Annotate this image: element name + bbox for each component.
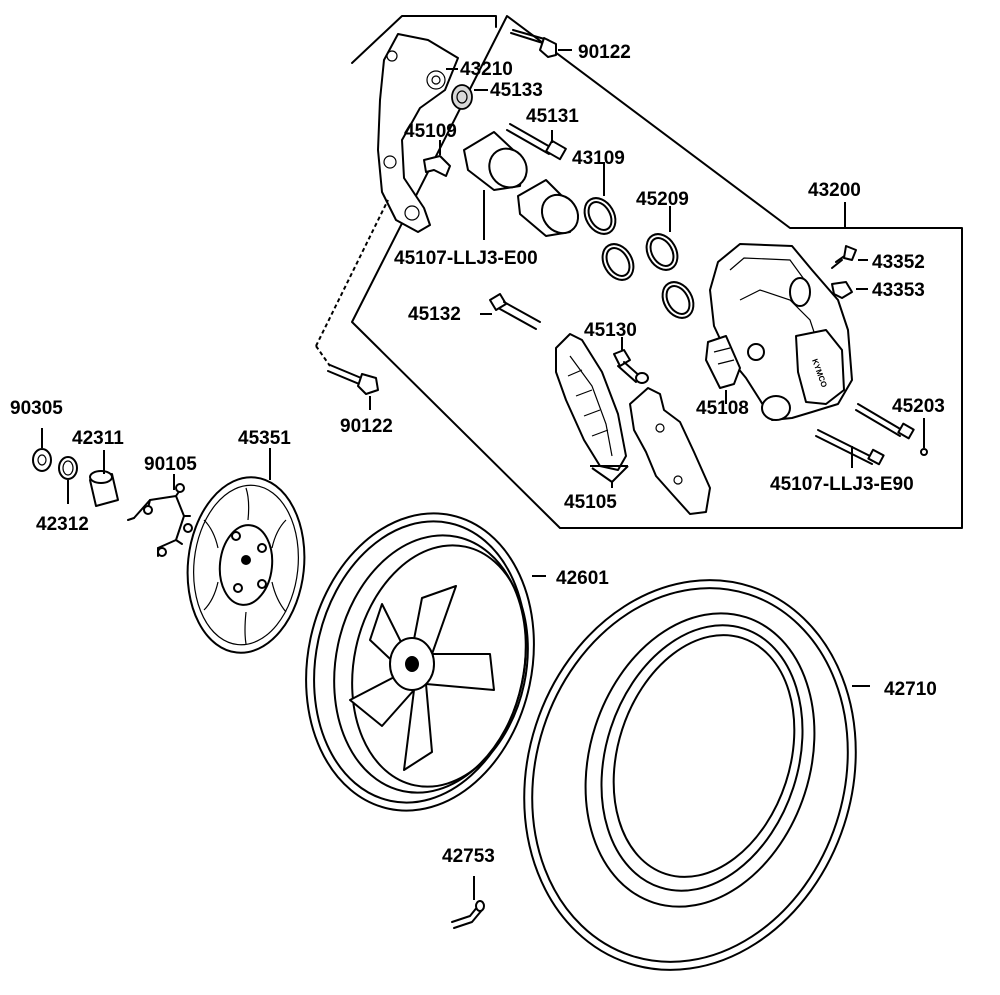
cap-43353[interactable] xyxy=(831,281,853,299)
boot-45133[interactable] xyxy=(451,84,473,110)
label-45105: 45105 xyxy=(564,492,617,513)
label-42312: 42312 xyxy=(36,514,89,535)
label-42710: 42710 xyxy=(884,679,937,700)
leader-dash-bracket-2 xyxy=(315,199,389,347)
label-45108: 45108 xyxy=(696,398,749,419)
label-45132: 45132 xyxy=(408,304,461,325)
bolts-90105[interactable] xyxy=(127,483,193,557)
leader-45105 xyxy=(590,465,629,483)
pin-45130[interactable] xyxy=(613,349,649,384)
caliper-body[interactable]: KYMCO xyxy=(709,243,853,421)
label-90122-top: 90122 xyxy=(578,42,631,63)
leader-dash-bracket xyxy=(315,345,331,367)
clip-45109[interactable] xyxy=(423,155,451,177)
label-45109: 45109 xyxy=(404,121,457,142)
label-42601: 42601 xyxy=(556,568,609,589)
bolt-90122-top[interactable] xyxy=(510,29,557,58)
label-42753: 42753 xyxy=(442,846,495,867)
label-45131: 45131 xyxy=(526,106,579,127)
label-90305: 90305 xyxy=(10,398,63,419)
caliper-bracket[interactable] xyxy=(377,33,459,233)
pin-45132[interactable] xyxy=(489,293,541,330)
label-45133: 45133 xyxy=(490,80,543,101)
seal-45209[interactable] xyxy=(640,229,699,324)
label-90105: 90105 xyxy=(144,454,197,475)
label-43352: 43352 xyxy=(872,252,925,273)
label-43109: 43109 xyxy=(572,148,625,169)
seal-42312[interactable] xyxy=(58,456,78,480)
brake-disc-45351[interactable] xyxy=(179,471,313,658)
label-43353: 43353 xyxy=(872,280,925,301)
label-42311: 42311 xyxy=(72,428,124,449)
label-45351: 45351 xyxy=(238,428,291,449)
wheel-rim-42601[interactable] xyxy=(279,492,560,832)
pin-45131[interactable] xyxy=(506,123,567,161)
spring-45108[interactable] xyxy=(705,335,741,389)
caliper-group-boundary xyxy=(351,15,963,529)
label-43210: 43210 xyxy=(460,59,513,80)
bolt-90122-bottom[interactable] xyxy=(327,364,379,395)
collar-42311[interactable] xyxy=(89,470,119,507)
tire-42710[interactable] xyxy=(475,537,906,995)
bolt-45203[interactable] xyxy=(855,403,915,440)
label-45203: 45203 xyxy=(892,396,945,417)
valve-42753[interactable] xyxy=(451,900,485,929)
label-45209: 45209 xyxy=(636,189,689,210)
brake-pads-45105[interactable] xyxy=(555,333,711,515)
label-45107-e90: 45107-LLJ3-E90 xyxy=(770,474,914,495)
bleed-screw-43352[interactable] xyxy=(831,245,857,269)
pin-45107-e90[interactable] xyxy=(815,429,885,466)
piston-set-e00[interactable] xyxy=(463,131,585,240)
label-90122-bottom: 90122 xyxy=(340,416,393,437)
nut-90305[interactable] xyxy=(32,448,52,472)
label-45107-e00: 45107-LLJ3-E00 xyxy=(394,248,538,269)
label-45130: 45130 xyxy=(584,320,637,341)
label-43200: 43200 xyxy=(808,180,861,201)
washer-45203 xyxy=(920,448,928,456)
seal-43109[interactable] xyxy=(578,193,639,286)
